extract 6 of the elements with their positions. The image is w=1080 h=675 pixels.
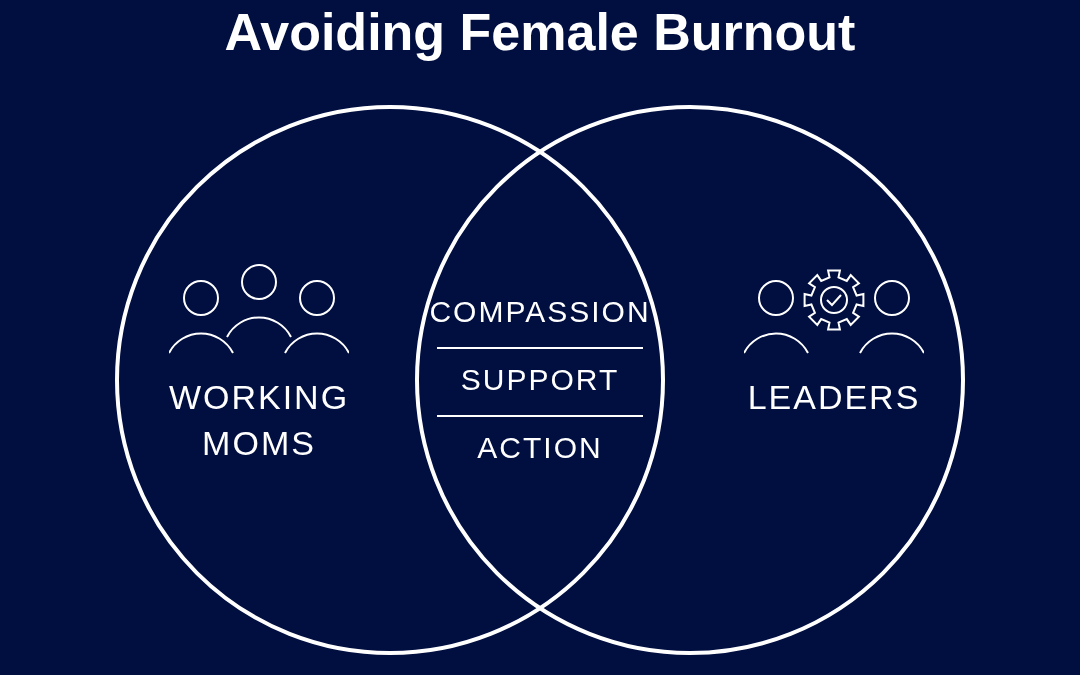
- overlap-label: COMPASSION: [428, 294, 652, 330]
- overlap-label: SUPPORT: [459, 362, 621, 398]
- circle-label: WORKING MOMS: [167, 377, 351, 464]
- overlap-label: ACTION: [476, 430, 604, 466]
- diagram-title: Avoiding Female Burnout: [223, 2, 857, 62]
- circle-label: LEADERS: [746, 377, 922, 418]
